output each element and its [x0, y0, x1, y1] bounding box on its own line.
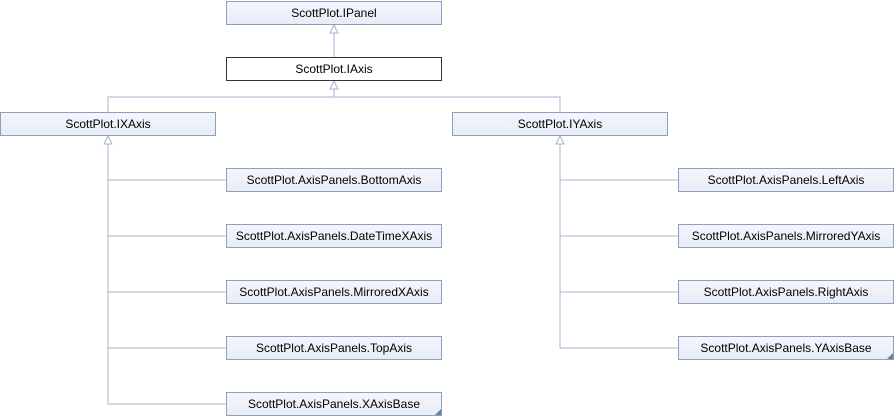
- node-left-axis[interactable]: ScottPlot.AxisPanels.LeftAxis: [678, 168, 894, 192]
- node-iyaxis[interactable]: ScottPlot.IYAxis: [452, 112, 668, 136]
- arrowhead-ixaxis: [103, 134, 113, 145]
- node-mirrored-yaxis[interactable]: ScottPlot.AxisPanels.MirroredYAxis: [678, 224, 894, 248]
- edge-xaxis-base-ixaxis: [107, 180, 226, 405]
- node-iaxis: ScottPlot.IAxis: [226, 57, 442, 81]
- edge-bottom-axis-ixaxis: [107, 136, 226, 181]
- node-datetime-xaxis[interactable]: ScottPlot.AxisPanels.DateTimeXAxis: [226, 224, 442, 248]
- node-mirrored-xaxis[interactable]: ScottPlot.AxisPanels.MirroredXAxis: [226, 280, 442, 304]
- node-ixaxis[interactable]: ScottPlot.IXAxis: [0, 112, 216, 136]
- node-xaxis-base[interactable]: ScottPlot.AxisPanels.XAxisBase: [226, 392, 442, 416]
- node-bottom-axis[interactable]: ScottPlot.AxisPanels.BottomAxis: [226, 168, 442, 192]
- node-right-axis[interactable]: ScottPlot.AxisPanels.RightAxis: [678, 280, 894, 304]
- edge-iyaxis-iaxis: [334, 96, 561, 112]
- arrowhead-iyaxis: [555, 134, 565, 145]
- edge-ixaxis-iaxis: [107, 81, 335, 112]
- arrowhead-iaxis: [329, 79, 339, 90]
- edge-yaxis-base-iyaxis: [559, 180, 678, 349]
- node-yaxis-base[interactable]: ScottPlot.AxisPanels.YAxisBase: [678, 336, 894, 360]
- node-ipanel[interactable]: ScottPlot.IPanel: [226, 1, 442, 25]
- node-top-axis[interactable]: ScottPlot.AxisPanels.TopAxis: [226, 336, 442, 360]
- edge-left-axis-iyaxis: [559, 136, 678, 181]
- arrowhead-ipanel: [329, 23, 339, 34]
